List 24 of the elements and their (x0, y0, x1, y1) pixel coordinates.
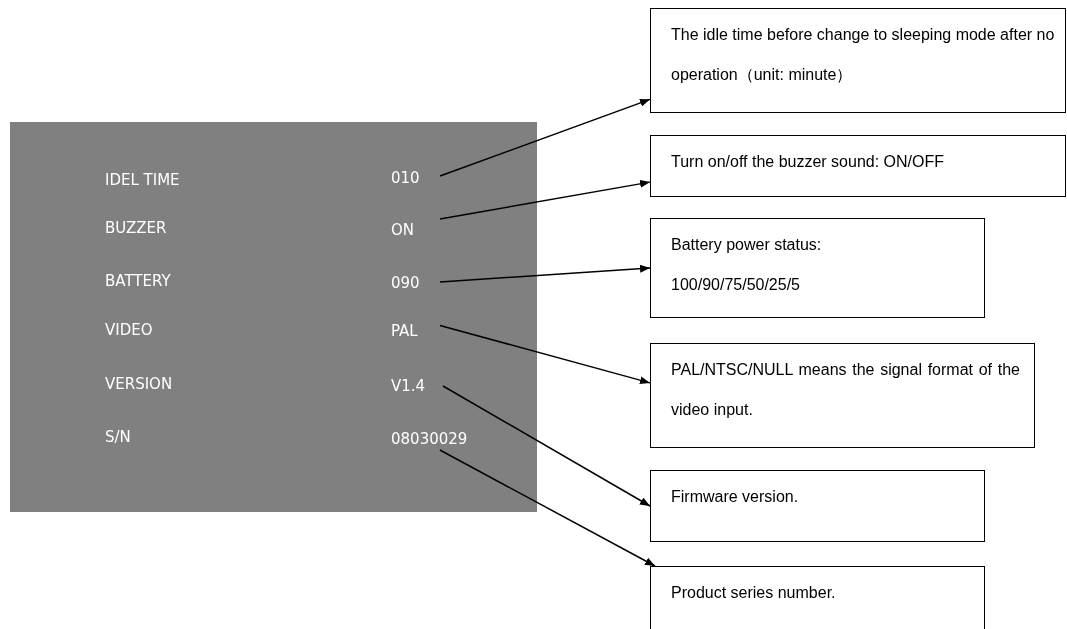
setting-value: V1.4 (385, 375, 443, 397)
setting-value: 08030029 (385, 428, 497, 450)
setting-value: 010 (385, 168, 440, 188)
setting-name: VERSION (105, 374, 173, 394)
setting-value: PAL (385, 320, 440, 342)
leader-arrow (439, 264, 651, 283)
setting-name: BATTERY (105, 271, 171, 291)
leader-arrow (439, 179, 651, 220)
callout-box: Product series number. (650, 566, 985, 629)
leader-arrow (439, 98, 651, 177)
setting-value: 090 (385, 272, 440, 294)
setting-value: ON (385, 215, 440, 241)
callout-box: Turn on/off the buzzer sound: ON/OFF (650, 135, 1066, 197)
callout-box: Firmware version. (650, 470, 985, 542)
setting-name: BUZZER (105, 218, 167, 238)
setting-name: S/N (105, 427, 131, 447)
leader-arrow (439, 324, 651, 385)
callout-box: The idle time before change to sleeping mode after no operation（unit: minute） (650, 8, 1066, 113)
leader-arrow (442, 385, 651, 507)
setting-name: IDEL TIME (105, 170, 180, 190)
leader-arrow (439, 449, 656, 567)
callout-box: Battery power status: 100/90/75/50/25/5 (650, 218, 985, 318)
setting-name: VIDEO (105, 320, 153, 340)
callout-box: PAL/NTSC/NULL means the signal format of the video input. (650, 343, 1035, 448)
